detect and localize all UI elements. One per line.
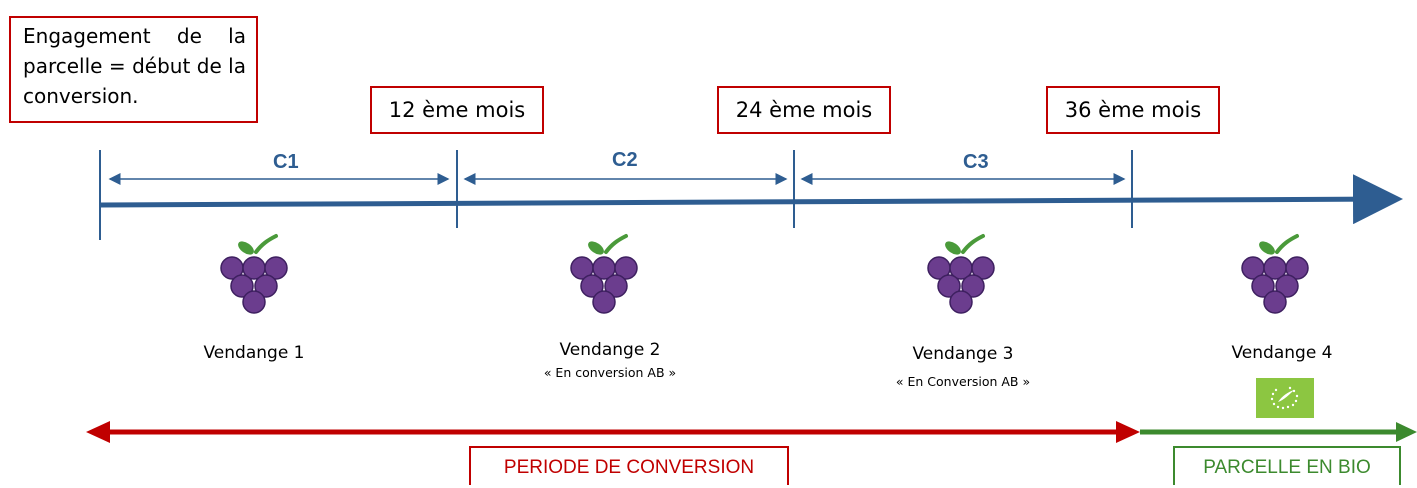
grape-icon [570,234,638,314]
month-36-label: 36 ème mois [1046,86,1220,134]
phase-c3-label: C3 [963,151,989,173]
bio-arrow-head [1396,422,1417,442]
eu-organic-logo [1256,378,1314,418]
grape-icon [220,234,288,314]
organic-parcel-label: PARCELLE EN BIO [1173,446,1401,485]
month-12-label: 12 ème mois [370,86,544,134]
grape-icon [927,234,995,314]
conversion-arrow-head-left [86,421,110,443]
main-timeline [99,174,1403,225]
harvest-3-sublabel: « En Conversion AB » [895,374,1031,389]
intro-note: Engagement de la parcelle = début de la … [9,16,258,123]
harvest-2-sublabel: « En conversion AB » [543,365,677,380]
grape-icon [1241,234,1309,314]
harvest-3-label: Vendange 3 [912,344,1014,364]
conversion-period-label: PERIODE DE CONVERSION [469,446,789,485]
phase-c1-label: C1 [273,151,299,173]
month-24-label: 24 ème mois [717,86,891,134]
conversion-arrow-head-right [1116,421,1140,443]
phase-c2-label: C2 [612,149,638,171]
harvest-4-label: Vendange 4 [1231,343,1333,363]
harvest-1-label: Vendange 1 [203,343,305,363]
harvest-2-label: Vendange 2 [559,340,661,360]
